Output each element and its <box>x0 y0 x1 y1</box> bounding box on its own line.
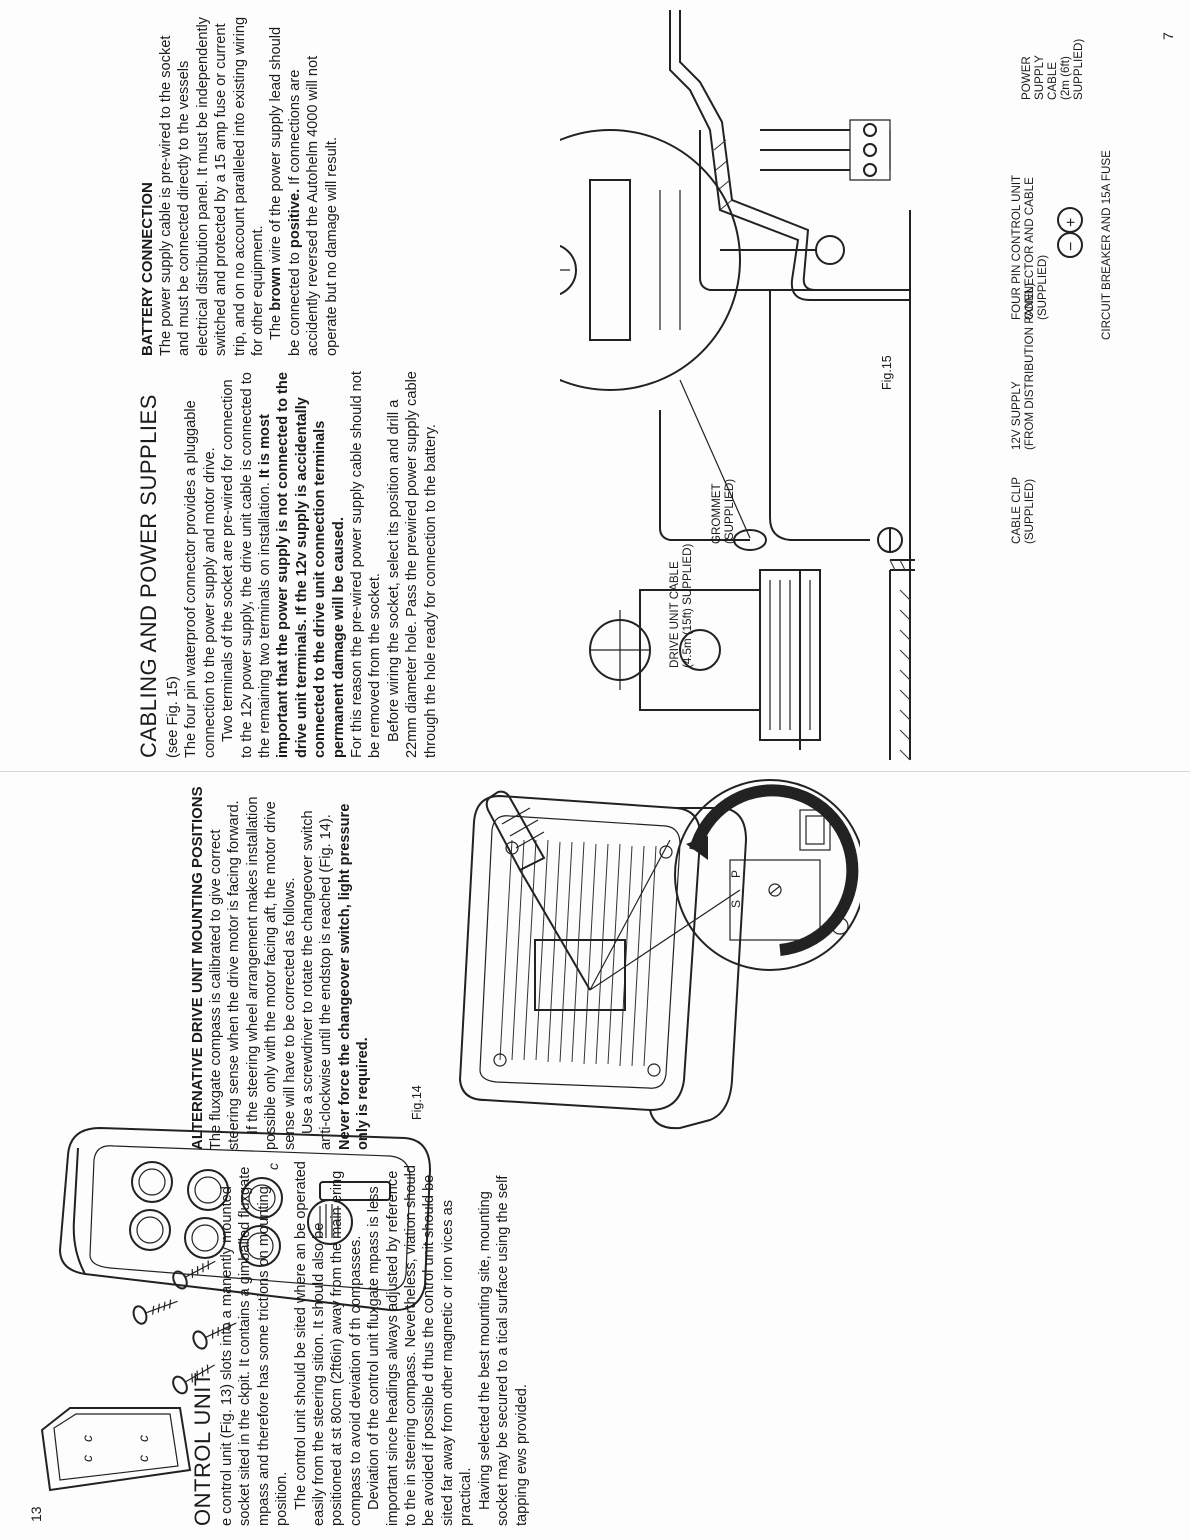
label-four-pin-line2: CONNECTOR AND CABLE <box>1023 177 1036 320</box>
battery-terminals: − + <box>1057 207 1083 258</box>
battery-para-2-a: The <box>268 314 285 340</box>
battery-para-2: The brown wire of the power supply lead … <box>267 16 341 356</box>
fig15-wiring-diagram: − + <box>560 10 1083 761</box>
magnifier-line <box>679 379 751 539</box>
cabling-para-2: Two terminals of the socket are pre-wire… <box>219 368 348 758</box>
svg-text:c: c <box>135 1455 151 1462</box>
svg-text:c: c <box>135 1435 151 1442</box>
minus-terminal: − <box>1063 242 1080 251</box>
cabling-para-3: For this reason the pre-wired power supp… <box>349 371 384 758</box>
cabling-see: (see Fig. 15) <box>165 676 181 758</box>
svg-text:c: c <box>79 1455 95 1462</box>
label-power-cable-line5: SUPPLIED) <box>1072 38 1085 100</box>
control-unit-para-3: Deviation of the control unit fluxgate m… <box>366 1165 475 1526</box>
cable-clip <box>877 527 903 553</box>
label-cable-clip-line1: CABLE CLIP <box>1010 476 1023 544</box>
fig15-caption: Fig.15 <box>880 355 894 390</box>
control-unit-para-2: The control unit should be sited where a… <box>292 1161 364 1526</box>
alternative-para-3-normal: Use a screwdriver to rotate the changeov… <box>300 810 335 1150</box>
label-four-pin-connector: FOUR PIN CONTROL UNIT CONNECTOR AND CABL… <box>1010 175 1049 320</box>
fig14-caption: Fig.14 <box>410 1085 424 1120</box>
switch-mark-s: S <box>729 900 743 908</box>
fig14-changeover-switch-drawing: S P <box>458 779 860 1130</box>
label-drive-unit-cable-line2: (4.5m (15ft) SUPPLIED) <box>681 543 694 668</box>
label-circuit-breaker: CIRCUIT BREAKER AND 15A FUSE <box>1100 150 1113 340</box>
plus-terminal: + <box>1063 218 1080 227</box>
label-cable-clip-line2: (SUPPLIED) <box>1023 478 1036 544</box>
left-page-number: 13 <box>28 1506 44 1522</box>
page-gutter <box>0 771 1190 772</box>
label-power-cable-line4: (2m (6ft) <box>1059 56 1072 100</box>
switch-detail-circle: S P <box>674 779 860 971</box>
control-unit-text: ONTROL UNIT e control unit (Fig. 13) slo… <box>190 1156 531 1526</box>
right-page-number: 7 <box>1160 32 1176 40</box>
mounting-socket-plate: c c c c <box>40 1407 192 1492</box>
control-unit-para-4: Having selected the best mounting site, … <box>476 1175 530 1526</box>
control-unit-para-1: e control unit (Fig. 13) slots into a ma… <box>219 1166 291 1526</box>
cabling-text: CABLING AND POWER SUPPLIES (see Fig. 15)… <box>136 368 440 758</box>
label-cable-clip: CABLE CLIP (SUPPLIED) <box>1010 477 1036 544</box>
alternative-mounting-text: ALTERNATIVE DRIVE UNIT MOUNTING POSITION… <box>188 780 373 1150</box>
connector-detail-circle <box>560 129 741 391</box>
battery-brown: brown <box>268 267 285 311</box>
fig13-control-unit-drawing: c c c c <box>40 1126 432 1492</box>
alternative-mounting-heading: ALTERNATIVE DRIVE UNIT MOUNTING POSITION… <box>189 786 206 1150</box>
zoom-lines <box>589 839 741 991</box>
circuit-breaker <box>720 119 891 265</box>
battery-positive: positive. <box>286 188 303 249</box>
drive-unit <box>589 569 821 750</box>
control-unit-heading: ONTROL UNIT <box>190 1372 215 1526</box>
label-power-cable-line1: POWER <box>1020 56 1033 100</box>
battery-para-1: The power supply cable is pre-wired to t… <box>158 16 267 356</box>
label-grommet: GROMMET (SUPPLIED) <box>710 479 736 544</box>
label-four-pin-line3: (SUPPLIED) <box>1036 254 1049 320</box>
cabling-para-1: The four pin waterproof connector provid… <box>183 400 218 758</box>
switch-mark-p: P <box>729 870 743 878</box>
alternative-para-3: Use a screwdriver to rotate the changeov… <box>299 780 373 1150</box>
bulkhead <box>889 210 915 761</box>
alternative-para-1: The fluxgate compass is calibrated to gi… <box>208 800 243 1150</box>
label-drive-unit-cable-line1: DRIVE UNIT CABLE <box>668 561 681 668</box>
cabling-para-4: Before wiring the socket, select its pos… <box>385 371 439 758</box>
label-power-cable-line3: CABLE <box>1046 61 1059 100</box>
label-grommet-line1: GROMMET <box>710 483 723 544</box>
battery-heading: BATTERY CONNECTION <box>139 182 156 356</box>
grommet <box>659 410 767 551</box>
alternative-para-2: If the steering wheel arrangement makes … <box>244 796 298 1150</box>
label-power-cable-line2: SUPPLY <box>1033 55 1046 100</box>
screwdriver <box>485 790 591 991</box>
alternative-warning: Never force the changeover switch, light… <box>336 803 372 1150</box>
control-unit-body: c <box>58 1126 432 1312</box>
label-drive-unit-cable: DRIVE UNIT CABLE (4.5m (15ft) SUPPLIED) <box>668 544 694 668</box>
svg-text:c: c <box>79 1435 95 1442</box>
battery-text: BATTERY CONNECTION The power supply cabl… <box>138 16 341 356</box>
label-grommet-line2: (SUPPLIED) <box>723 478 736 544</box>
svg-text:c: c <box>265 1163 281 1170</box>
label-four-pin-line1: FOUR PIN CONTROL UNIT <box>1010 174 1023 320</box>
label-power-supply-cable: POWER SUPPLY CABLE (2m (6ft) SUPPLIED) <box>1020 39 1085 100</box>
power-supply-cable <box>699 130 910 541</box>
self-tapping-screws <box>132 1260 237 1395</box>
cabling-heading: CABLING AND POWER SUPPLIES <box>136 394 161 758</box>
